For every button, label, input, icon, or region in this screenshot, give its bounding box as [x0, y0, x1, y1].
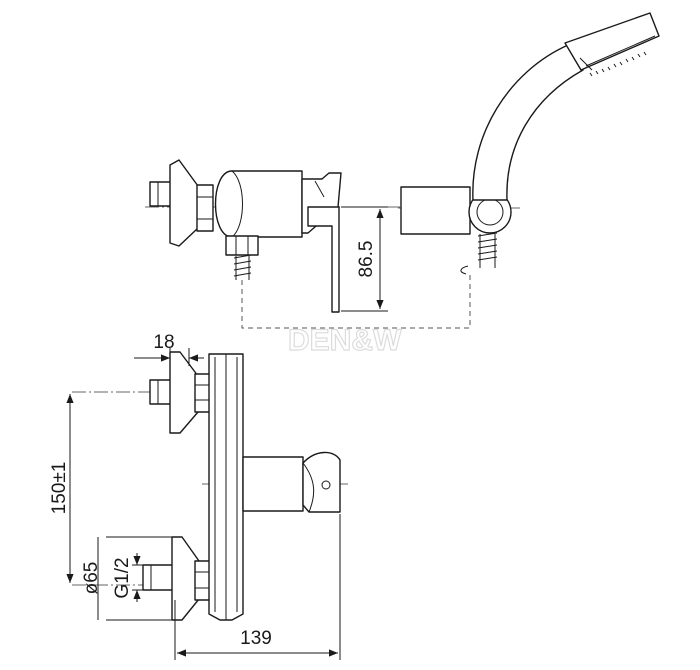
dimension-flange-thread: ø65 G1/2 [81, 536, 176, 621]
dim-label-150: 150±1 [49, 462, 70, 515]
dim-label-18: 18 [153, 332, 174, 353]
dim-label-139: 139 [240, 628, 272, 649]
dim-label-86-5: 86.5 [356, 241, 377, 278]
hand-shower-holder [398, 12, 660, 275]
dim-label-diameter-65: ø65 [81, 562, 102, 595]
dim-label-g1-2: G1/2 [112, 557, 133, 598]
dimension-overall-depth: 139 [174, 514, 341, 660]
top-view-mixer [145, 159, 471, 329]
watermark-logo: DEN&W [288, 324, 402, 357]
front-view-mixer [72, 351, 348, 621]
dimension-eccentric-width: 18 [134, 332, 204, 378]
dimension-center-distance: 150±1 [49, 394, 74, 583]
dimension-lever-height: 86.5 [341, 206, 388, 312]
